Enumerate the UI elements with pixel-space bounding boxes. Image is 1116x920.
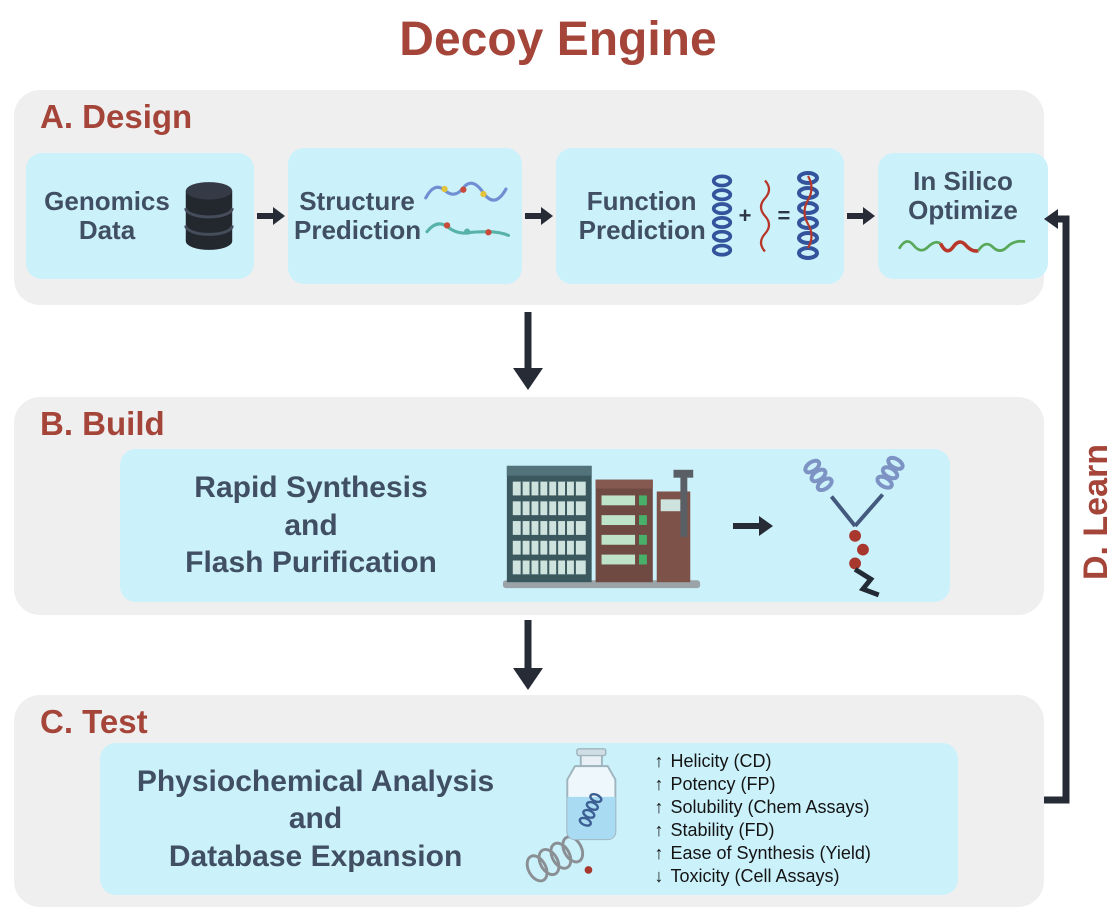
flow-arrow-icon — [732, 515, 773, 536]
plus-sign: + — [738, 203, 752, 228]
test-box: Physiochemical Analysis and Database Exp… — [100, 743, 958, 895]
metric-row: ↑ Ease of Synthesis (Yield) — [654, 842, 938, 865]
test-panel: C. Test Physiochemical Analysis and Data… — [14, 695, 1044, 907]
diagram-title: Decoy Engine — [399, 13, 717, 66]
vial-helix-icon — [525, 748, 617, 883]
up-arrow-icon: ↑ — [654, 774, 664, 794]
design-steps-row: Genomics Data Structure Prediction — [26, 148, 1048, 284]
database-icon — [184, 182, 234, 250]
step-label: Function Prediction — [578, 185, 706, 245]
step-in-silico-optimize: In Silico Optimize — [878, 153, 1048, 279]
metric-text: Solubility (Chem Assays) — [670, 797, 870, 817]
learn-feedback-arrow — [1044, 209, 1070, 804]
learn-heading: D. Learn — [1077, 443, 1115, 581]
design-heading: A. Design — [40, 98, 193, 135]
build-box: Rapid Synthesis and Flash Purification — [120, 449, 950, 602]
flow-arrow-icon — [847, 207, 875, 225]
flow-arrow-design-to-build — [513, 312, 543, 390]
step-function-prediction: Function Prediction + = — [556, 148, 844, 284]
stapled-helix-icon — [797, 171, 820, 260]
design-panel: A. Design Genomics Data Structure Predic… — [14, 90, 1048, 305]
branched-peptide-icon — [803, 455, 905, 597]
build-label: Rapid Synthesis and Flash Purification — [146, 469, 476, 582]
step-label: Genomics Data — [44, 185, 170, 245]
build-label-line: Flash Purification — [185, 546, 437, 580]
test-label-line: Physiochemical Analysis — [136, 764, 495, 798]
synthesis-machines-icon — [503, 465, 701, 588]
flow-arrow-icon — [257, 207, 285, 225]
up-arrow-icon: ↑ — [654, 797, 664, 817]
metric-row: ↓ Toxicity (Cell Assays) — [654, 865, 938, 888]
up-arrow-icon: ↑ — [654, 843, 664, 863]
metric-text: Potency (FP) — [670, 774, 776, 794]
step-label: In Silico Optimize — [908, 165, 1018, 225]
build-panel: B. Build Rapid Synthesis and Flash Purif… — [14, 397, 1044, 615]
metric-row: ↑ Stability (FD) — [654, 819, 938, 842]
optimized-peptide-icon — [897, 240, 1026, 253]
flow-arrow-icon — [525, 207, 553, 225]
metric-text: Helicity (CD) — [670, 751, 772, 771]
assay-metrics-list: ↑ Helicity (CD) ↑ Potency (FP) ↑ Solubility… — [654, 750, 938, 888]
metric-text: Ease of Synthesis (Yield) — [670, 843, 871, 863]
step-genomics-data: Genomics Data — [26, 153, 254, 279]
build-label-line: and — [284, 508, 338, 542]
test-label-line: Database Expansion — [168, 839, 463, 873]
up-arrow-icon: ↑ — [654, 820, 664, 840]
metric-row: ↑ Helicity (CD) — [654, 750, 938, 773]
test-heading: C. Test — [40, 703, 148, 740]
test-label: Physiochemical Analysis and Database Exp… — [120, 763, 511, 876]
metric-text: Stability (FD) — [670, 820, 775, 840]
flow-arrow-build-to-test — [513, 620, 543, 690]
equals-sign: = — [777, 203, 791, 228]
step-structure-prediction: Structure Prediction — [288, 148, 522, 284]
down-arrow-icon: ↓ — [654, 866, 664, 886]
build-label-line: Rapid Synthesis — [194, 471, 428, 505]
metric-row: ↑ Solubility (Chem Assays) — [654, 796, 938, 819]
up-arrow-icon: ↑ — [654, 751, 664, 771]
protein-ribbons-icon — [424, 181, 511, 237]
metric-text: Toxicity (Cell Assays) — [670, 866, 840, 886]
helix-icon — [711, 174, 732, 257]
peptide-squiggle-icon — [759, 179, 770, 253]
test-label-line: and — [288, 802, 343, 836]
build-heading: B. Build — [40, 405, 165, 442]
metric-row: ↑ Potency (FP) — [654, 773, 938, 796]
step-label: Structure Prediction — [294, 185, 422, 245]
